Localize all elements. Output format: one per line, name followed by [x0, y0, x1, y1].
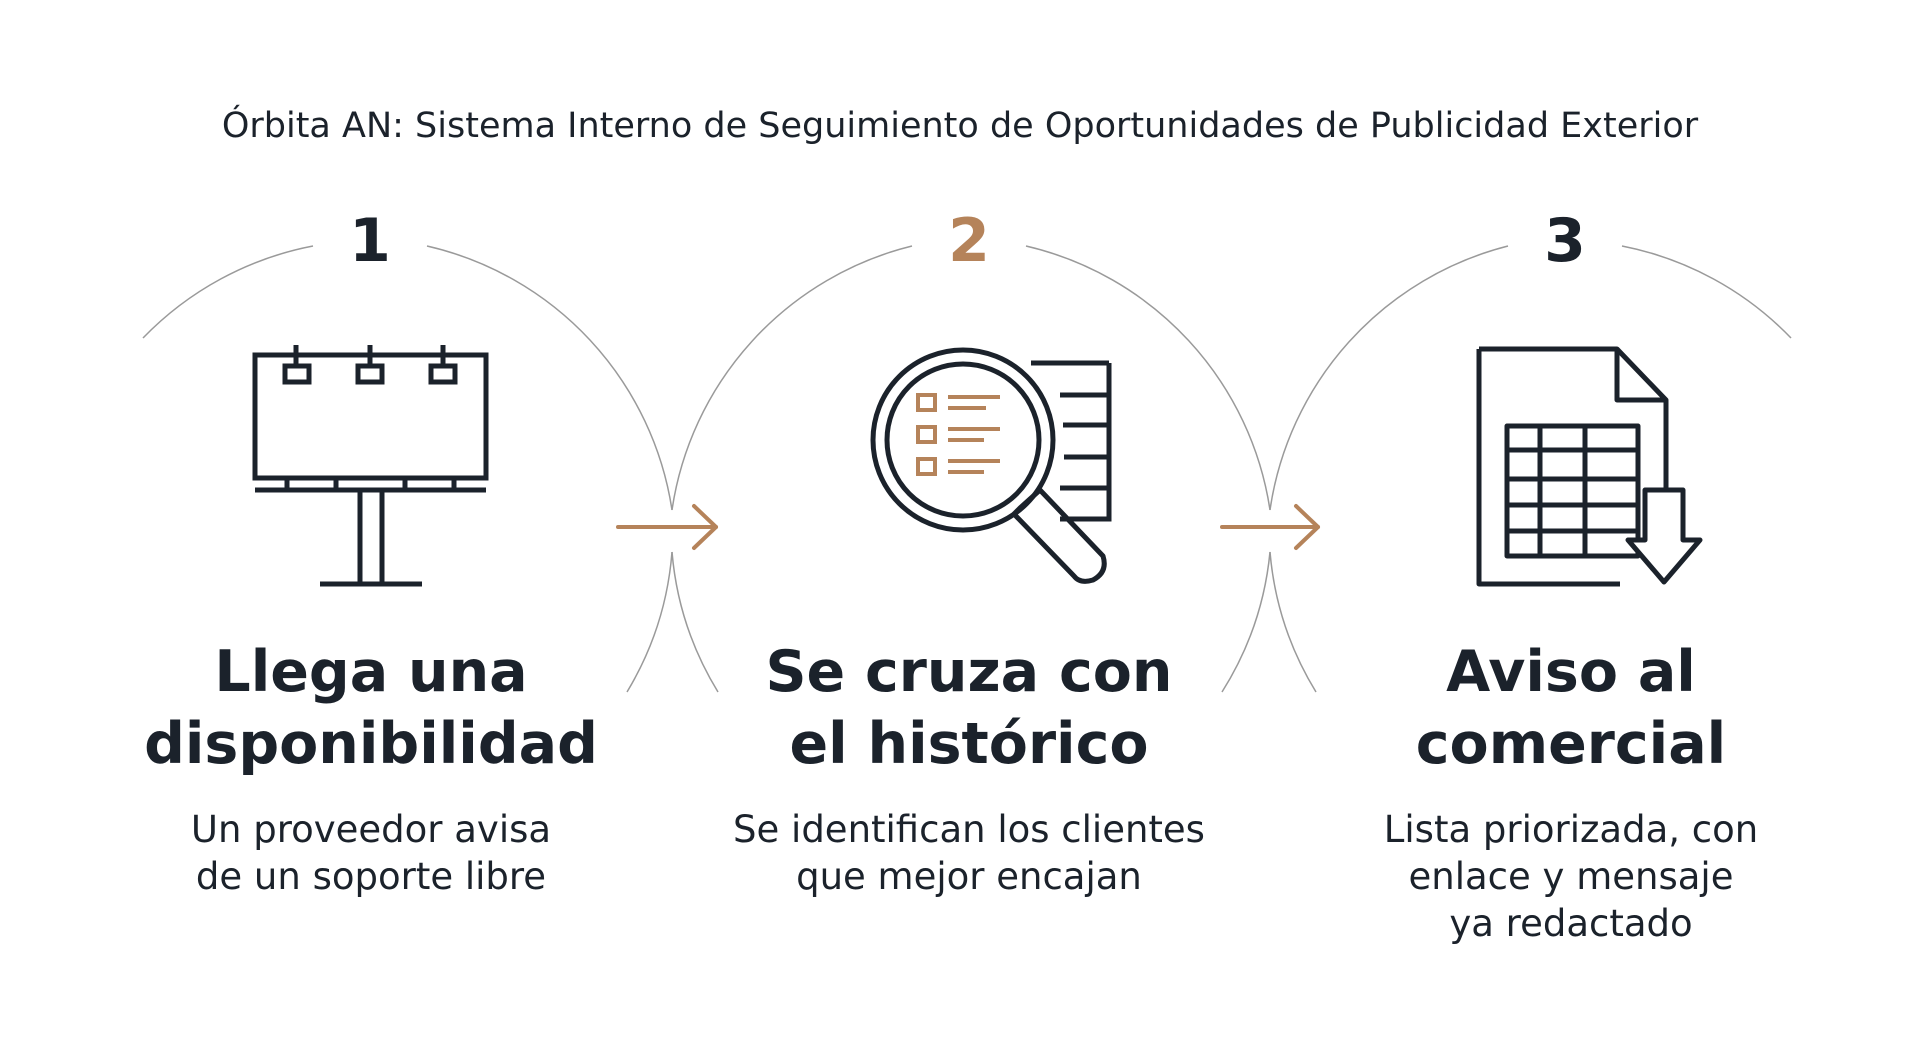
step-1-description-line-2: de un soporte libre [195, 855, 547, 898]
step-1-description-line-1: Un proveedor avisa [190, 808, 552, 851]
arc-step-2-left [671, 245, 913, 511]
step-2-heading: Se cruza con el histórico [689, 636, 1249, 780]
step-1-heading-line-2: disponibilidad [144, 711, 598, 777]
diagram-title: Órbita AN: Sistema Interno de Seguimient… [221, 106, 1699, 146]
step-2-description-line-2: que mejor encajan [796, 855, 1142, 898]
arc-step-3-left [1269, 245, 1509, 511]
step-2-number: 2 [948, 206, 990, 276]
step-2-description-line-1: Se identifican los clientes [733, 808, 1205, 851]
arc-step-1-right [426, 245, 673, 511]
arc-step-3-bottom [1221, 551, 1271, 693]
step-3-description: Lista priorizada, con enlace y mensaje y… [1291, 806, 1851, 947]
arc-step-2-bottom [626, 551, 673, 693]
step-3-description-line-3: ya redactado [1449, 902, 1693, 945]
step-2-heading-line-2: el histórico [789, 711, 1149, 777]
arrow-icon-1 [616, 504, 718, 550]
arcs [142, 245, 1792, 693]
arc-step-2-right [1025, 245, 1271, 511]
arrow-icon-2 [1220, 504, 1320, 550]
step-3-description-line-2: enlace y mensaje [1408, 855, 1734, 898]
step-2-heading-line-1: Se cruza con [765, 639, 1173, 705]
step-3-heading-line-2: comercial [1415, 711, 1727, 777]
step-3-heading: Aviso al comercial [1291, 636, 1851, 780]
step-1-heading: Llega una disponibilidad [91, 636, 651, 780]
magnifier-list-icon [870, 347, 1112, 584]
billboard-icon [252, 345, 489, 587]
spreadsheet-download-icon [1476, 346, 1703, 587]
step-1-description: Un proveedor avisa de un soporte libre [91, 806, 651, 900]
arc-step-3-right [1621, 245, 1792, 339]
arc-step-1-bottom [671, 551, 719, 693]
step-3-heading-line-1: Aviso al [1446, 639, 1696, 705]
step-1-heading-line-1: Llega una [214, 639, 528, 705]
step-2-description: Se identifican los clientes que mejor en… [689, 806, 1249, 900]
step-3-description-line-1: Lista priorizada, con [1383, 808, 1759, 851]
arc-step-2-bottom-right [1269, 551, 1317, 693]
step-1-number: 1 [349, 206, 391, 276]
arc-step-1-left [142, 245, 314, 339]
step-3-number: 3 [1544, 206, 1586, 276]
